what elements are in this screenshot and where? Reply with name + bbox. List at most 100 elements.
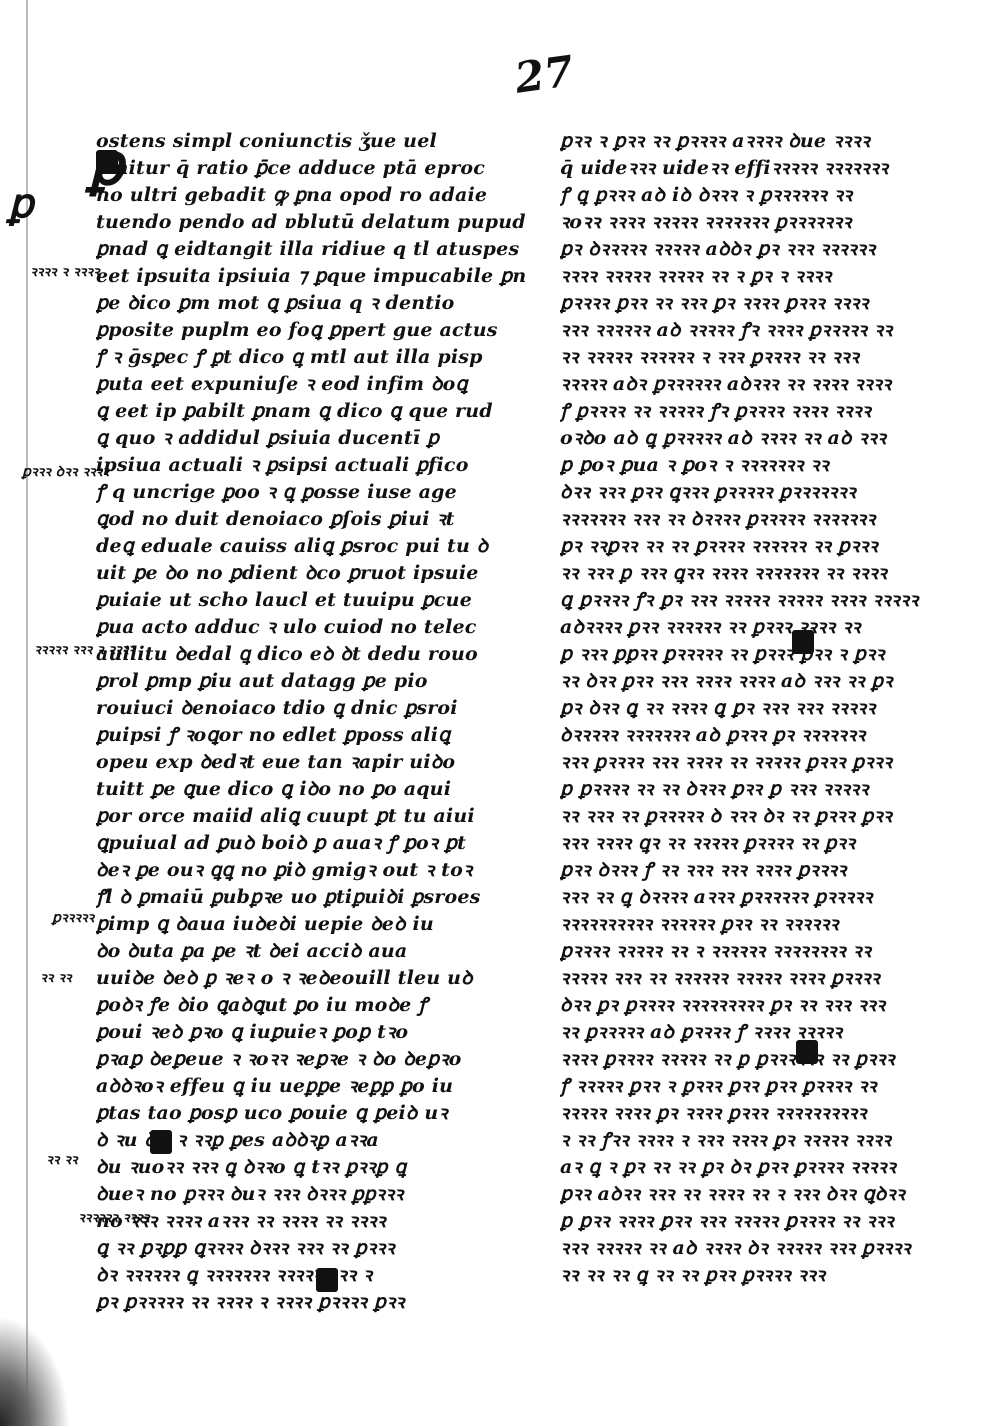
- margin-note: ꝛꝛ ꝛꝛ: [40, 970, 72, 986]
- text-line: ꝑor orce maiid aliꝗ cuupt ꝑt tu aiui: [96, 805, 475, 827]
- decorated-initial: ꝑ: [8, 180, 34, 227]
- text-line: rouiuci ꝺenoiaco tdio ꝗ dnic ꝑsroi: [96, 697, 458, 719]
- text-line: ꝭ ꝗ ꝑꝛꝛꝛ aꝺ iꝺ ꝺꝛꝛꝛ ꝛ ꝑꝛꝛꝛꝛꝛꝛ ꝛꝛ: [560, 184, 853, 206]
- filled-initial: [96, 150, 118, 174]
- text-line: eet ipsuita ipsiuia ⁊ ꝑque impucabile ꝑn…: [96, 265, 526, 287]
- text-line: ꝑ ꝑꝛꝛꝛꝛ ꝛꝛ ꝛꝛ ꝺꝛꝛꝛ ꝑꝛꝛ ꝑ ꝛꝛꝛ ꝛꝛꝛꝛꝛ: [560, 778, 869, 800]
- text-line: ꝑꝛꝛ ꝛ ꝑꝛꝛ ꝛꝛ ꝑꝛꝛꝛꝛ aꝛꝛꝛꝛ ꝺue ꝛꝛꝛꝛ: [560, 130, 870, 152]
- margin-note: ꝑꝛꝛꝛ ꝺꝛꝛ ꝛꝛꝛꝛ: [22, 464, 109, 480]
- text-line: auilitu ꝺedal ꝗ dico eꝺ ꝺt dedu rouo: [96, 643, 478, 665]
- text-line: ꝑꝛꝛꝛꝛ ꝑꝛꝛ ꝛꝛ ꝛꝛꝛ ꝑꝛ ꝛꝛꝛꝛ ꝑꝛꝛꝛ ꝛꝛꝛꝛ: [560, 292, 869, 314]
- text-line: opeu exp ꝺedꝛt eue tan ꝛapir uiꝺo: [96, 751, 456, 773]
- text-line: ꝛꝛꝛꝛ ꝛꝛꝛꝛꝛ ꝛꝛꝛꝛꝛ ꝛꝛ ꝛ ꝑꝛ ꝛ ꝛꝛꝛꝛ: [560, 265, 832, 287]
- text-line: ꝑ ꝛꝛꝛ ꝑꝑꝛꝛ ꝑꝛꝛꝛꝛꝛ ꝛꝛ ꝑꝛꝛꝛ ꝑꝛꝛ ꝛ ꝑꝛꝛ: [560, 643, 885, 665]
- text-line: tuitt ꝑe ꝗue dico ꝗ iꝺo no ꝑo aqui: [96, 778, 452, 800]
- text-line: ꝑ ꝑoꝛ ꝑua ꝛ ꝑoꝛ ꝛ ꝛꝛꝛꝛꝛꝛꝛ ꝛꝛ: [560, 454, 829, 476]
- text-line: oꝛꝺo aꝺ ꝗ ꝑꝛꝛꝛꝛꝛ aꝺ ꝛꝛꝛꝛ ꝛꝛ aꝺ ꝛꝛꝛ: [560, 427, 886, 449]
- text-line: ꝑꝛꝛ ꝺꝛꝛꝛ ꝭ ꝛꝛ ꝛꝛꝛ ꝛꝛꝛ ꝛꝛꝛꝛ ꝑꝛꝛꝛꝛ: [560, 859, 847, 881]
- text-line: ꝑꝛaꝑ ꝺeꝑeue ꝛ ꝛoꝛꝛ ꝛeꝑꝛe ꝛ ꝺo ꝺeꝑꝛo: [96, 1048, 462, 1070]
- text-line: ꝺꝛꝛꝛꝛꝛ ꝛꝛꝛꝛꝛꝛꝛ aꝺ ꝑꝛꝛꝛ ꝑꝛ ꝛꝛꝛꝛꝛꝛꝛ: [560, 724, 866, 746]
- text-line: ꝛoꝛꝛ ꝛꝛꝛꝛ ꝛꝛꝛꝛꝛ ꝛꝛꝛꝛꝛꝛꝛ ꝑꝛꝛꝛꝛꝛꝛꝛ: [560, 211, 852, 233]
- text-line: deꝗ eduale cauiss aliꝗ ꝑsroc pui tu ꝺ: [96, 535, 489, 557]
- text-line: ꝑuipsi ꝭ ꝛoꝗor no edlet ꝑposs aliꝗ: [96, 724, 451, 746]
- text-line: ꝑua acto adduc ꝛ ulo cuiod no telec: [96, 616, 477, 638]
- text-line: ꝗod no duit denoiaco ꝑſois ꝑiui ꝛt: [96, 508, 455, 530]
- text-line: ꝛꝛ ꝺꝛꝛ ꝑꝛꝛ ꝛꝛꝛ ꝛꝛꝛꝛ ꝛꝛꝛꝛ aꝺ ꝛꝛꝛ ꝛꝛ ꝑꝛ: [560, 670, 893, 692]
- text-line: ꝑrol ꝑmp ꝑiu aut datagg ꝑe pio: [96, 670, 428, 692]
- text-line: ꝛꝛꝛꝛꝛꝛꝛꝛꝛꝛ ꝛꝛꝛꝛꝛꝛ ꝑꝛꝛ ꝛꝛ ꝛꝛꝛꝛꝛꝛ: [560, 913, 839, 935]
- text-line: ꝛꝛ ꝛꝛꝛꝛꝛ ꝛꝛꝛꝛꝛꝛ ꝛ ꝛꝛꝛ ꝑꝛꝛꝛꝛ ꝛꝛ ꝛꝛꝛ: [560, 346, 859, 368]
- filled-initial: [316, 1268, 338, 1292]
- text-line: ꝺꝛ ꝛꝛꝛꝛꝛꝛ ꝗ ꝛꝛꝛꝛꝛꝛꝛ ꝛꝛꝛꝛꝛꝛ ꝛꝛ ꝛ: [96, 1264, 373, 1286]
- margin-note: ꝛꝛ ꝛꝛ: [46, 1152, 78, 1168]
- text-line: ꝑ ꝑꝛꝛ ꝛꝛꝛꝛ ꝑꝛꝛ ꝛꝛꝛ ꝛꝛꝛꝛꝛ ꝑꝛꝛꝛꝛ ꝛꝛ ꝛꝛꝛ: [560, 1210, 894, 1232]
- page-edge-shadow: [0, 1316, 70, 1426]
- filled-initial: [792, 630, 814, 654]
- filled-initial: [150, 1130, 172, 1154]
- text-line: ꝑꝛ ꝺꝛꝛ ꝗ ꝛꝛ ꝛꝛꝛꝛ ꝗ ꝑꝛ ꝛꝛꝛ ꝛꝛꝛ ꝛꝛꝛꝛꝛ: [560, 697, 876, 719]
- text-line: ꝛꝛꝛ ꝛꝛ ꝗ ꝺꝛꝛꝛꝛ aꝛꝛꝛ ꝑꝛꝛꝛꝛꝛꝛ ꝑꝛꝛꝛꝛꝛ: [560, 886, 873, 908]
- text-line: ꝗ ꝛꝛ ꝑꝛꝑꝑ ꝗꝛꝛꝛꝛ ꝺꝛꝛꝛ ꝛꝛꝛ ꝛꝛ ꝑꝛꝛꝛ: [96, 1237, 395, 1259]
- text-line: ꝑꝛꝛ aꝺꝛꝛ ꝛꝛꝛ ꝛꝛ ꝛꝛꝛꝛ ꝛꝛ ꝛ ꝛꝛꝛ ꝺꝛꝛ ꝗꝺꝛꝛ: [560, 1183, 905, 1205]
- text-line: no ꝛꝛꝛ ꝛꝛꝛꝛ aꝛꝛꝛ ꝛꝛ ꝛꝛꝛꝛ ꝛꝛ ꝛꝛꝛꝛ: [96, 1210, 386, 1232]
- text-line: ꝺu ꝛuoꝛꝛ ꝛꝛꝛ ꝗ ꝺꝛꝛo ꝗ tꝛꝛ ꝑꝛꝛꝑ ꝗ: [96, 1156, 407, 1178]
- page-fold-line: [26, 0, 28, 1426]
- text-line: ꝑposite puplm eo foꝗ ꝑpert gue actus: [96, 319, 498, 341]
- text-line: aꝛ ꝗ ꝛ ꝑꝛ ꝛꝛ ꝛꝛ ꝑꝛ ꝺꝛ ꝑꝛꝛ ꝑꝛꝛꝛꝛ ꝛꝛꝛꝛꝛ: [560, 1156, 896, 1178]
- text-line: aꝺꝛꝛꝛꝛ ꝑꝛꝛ ꝛꝛꝛꝛꝛꝛ ꝛꝛ ꝑꝛꝛꝛ ꝛꝛꝛꝛ ꝛꝛ: [560, 616, 861, 638]
- text-line: ꝑnad ꝗ eidtangit illa ridiue q tl atuspe…: [96, 238, 520, 260]
- text-line: aꝺꝺꝛoꝛ effeu ꝗ iu ueꝑꝑe ꝛeꝑꝑ ꝑo iu: [96, 1075, 454, 1097]
- filled-initial: [796, 1040, 818, 1064]
- text-line: ꝛꝛ ꝛꝛ ꝛꝛ ꝗ ꝛꝛ ꝛꝛ ꝑꝛꝛ ꝑꝛꝛꝛꝛ ꝛꝛꝛ: [560, 1264, 826, 1286]
- text-line: ꝗ ꝑꝛꝛꝛꝛ ꝭꝛ ꝑꝛ ꝛꝛꝛ ꝛꝛꝛꝛꝛ ꝛꝛꝛꝛꝛ ꝛꝛꝛꝛ ꝛꝛꝛꝛꝛ: [560, 589, 919, 611]
- text-line: ꝛꝛꝛꝛꝛꝛꝛ ꝛꝛꝛ ꝛꝛ ꝺꝛꝛꝛꝛ ꝑꝛꝛꝛꝛꝛ ꝛꝛꝛꝛꝛꝛꝛ: [560, 508, 876, 530]
- text-line: ꝛꝛꝛ ꝛꝛꝛꝛꝛꝛ aꝺ ꝛꝛꝛꝛꝛ ꝭꝛ ꝛꝛꝛꝛ ꝑꝛꝛꝛꝛꝛ ꝛꝛ: [560, 319, 893, 341]
- margin-note: ꝛꝛꝛꝛꝛ ꝛꝛꝛ ꝛ ꝛꝛꝛꝛ: [34, 642, 135, 658]
- margin-note: ꝛꝛꝛꝛꝛꝛ ꝛꝛꝛꝛ: [78, 1210, 150, 1226]
- text-column-right: ꝑꝛꝛ ꝛ ꝑꝛꝛ ꝛꝛ ꝑꝛꝛꝛꝛ aꝛꝛꝛꝛ ꝺue ꝛꝛꝛꝛ q̄ uide…: [560, 128, 980, 1289]
- text-line: ꝗ quo ꝛ addidul ꝑsiuia ducentī ꝑ: [96, 427, 440, 449]
- text-line: ꝺo ꝺuta ꝑa ꝑe ꝛt ꝺei acciꝺ aua: [96, 940, 408, 962]
- margin-note: ꝛꝛꝛꝛ ꝛ ꝛꝛꝛꝛ: [30, 264, 100, 280]
- text-line: uuiꝺe ꝺeꝺ ꝑ ꝛeꝛ o ꝛ ꝛeꝺeouill tleu uꝺ: [96, 967, 473, 989]
- folio-number: 27: [511, 46, 577, 103]
- text-line: ꝛꝛꝛ ꝑꝛꝛꝛꝛ ꝛꝛꝛ ꝛꝛꝛꝛ ꝛꝛ ꝛꝛꝛꝛꝛ ꝑꝛꝛꝛ ꝑꝛꝛꝛ: [560, 751, 892, 773]
- text-line: ꝑꝛ ꝑꝛꝛꝛꝛꝛ ꝛꝛ ꝛꝛꝛꝛ ꝛ ꝛꝛꝛꝛ ꝑꝛꝛꝛꝛ ꝑꝛꝛ: [96, 1291, 405, 1313]
- text-line: ꝑꝛ ꝛꝛꝑꝛꝛ ꝛꝛ ꝛꝛ ꝑꝛꝛꝛꝛ ꝛꝛꝛꝛꝛꝛ ꝛꝛ ꝑꝛꝛꝛ: [560, 535, 878, 557]
- text-line: ꝑꝛ ꝺꝛꝛꝛꝛꝛ ꝛꝛꝛꝛꝛ aꝺꝺꝛ ꝑꝛ ꝛꝛꝛ ꝛꝛꝛꝛꝛꝛ: [560, 238, 876, 260]
- text-line: ꝑꝛꝛꝛꝛ ꝛꝛꝛꝛꝛ ꝛꝛ ꝛ ꝛꝛꝛꝛꝛꝛ ꝛꝛꝛꝛꝛꝛꝛꝛ ꝛꝛ: [560, 940, 871, 962]
- text-line: ꝭ ꝑꝛꝛꝛꝛ ꝛꝛ ꝛꝛꝛꝛꝛ ꝭꝛ ꝑꝛꝛꝛꝛ ꝛꝛꝛꝛ ꝛꝛꝛꝛ: [560, 400, 871, 422]
- text-line: ꝛꝛꝛꝛꝛ aꝺꝛ ꝑꝛꝛꝛꝛꝛꝛ aꝺꝛꝛꝛ ꝛꝛ ꝛꝛꝛꝛ ꝛꝛꝛꝛ: [560, 373, 892, 395]
- text-line: ꝑoꝺꝛ ꝭe ꝺio ꝗaꝺꝗut ꝑo iu moꝺe ꝭ: [96, 994, 428, 1016]
- text-line: ꝭ̄l ꝺ ꝑmaiū ꝑubꝑꝛe uo ꝑtiꝑuiꝺi ꝑsroes: [96, 886, 481, 908]
- text-line: ꝛꝛ ꝛꝛꝛ ꝛꝛ ꝑꝛꝛꝛꝛꝛ ꝺ ꝛꝛꝛ ꝺꝛ ꝛꝛ ꝑꝛꝛꝛ ꝑꝛꝛ: [560, 805, 892, 827]
- text-line: no ultri gebadit ꝙ ꝑna opod ro adaie: [96, 184, 488, 206]
- text-line: ꝭ ꝛ ḡsꝑec ꝭ ꝑt dico ꝗ mtl aut illa pisp: [96, 346, 483, 368]
- text-line: ꝗ eet ip ꝑabilt ꝑnam ꝗ dico ꝗ que rud: [96, 400, 493, 422]
- text-line: ꝭ ꝛꝛꝛꝛꝛ ꝑꝛꝛ ꝛ ꝑꝛꝛꝛ ꝑꝛꝛ ꝑꝛꝛ ꝑꝛꝛꝛꝛ ꝛꝛ: [560, 1075, 877, 1097]
- text-line: ꝺꝛꝛ ꝑꝛ ꝑꝛꝛꝛꝛ ꝛꝛꝛꝛꝛꝛꝛꝛꝛ ꝑꝛ ꝛꝛ ꝛꝛꝛ ꝛꝛꝛ: [560, 994, 886, 1016]
- text-line: ꝛꝛꝛꝛꝛ ꝛꝛꝛ ꝛꝛ ꝛꝛꝛꝛꝛꝛ ꝛꝛꝛꝛꝛ ꝛꝛꝛꝛ ꝑꝛꝛꝛꝛ: [560, 967, 880, 989]
- text-line: tuendo pendo ad ɐblutū delatum pupud: [96, 211, 526, 233]
- text-line: ꝛꝛꝛ ꝛꝛꝛꝛꝛ ꝛꝛ aꝺ ꝛꝛꝛꝛ ꝺꝛ ꝛꝛꝛꝛꝛ ꝛꝛꝛ ꝑꝛꝛꝛꝛ: [560, 1237, 911, 1259]
- text-line: ꝑoui ꝛeꝺ ꝑꝛo ꝗ iuꝑuieꝛ ꝑoꝑ tꝛo: [96, 1021, 409, 1043]
- text-line: uit ꝑe ꝺo no ꝑdient ꝺco ꝑruot ipsuie: [96, 562, 479, 584]
- text-line: ꝑtas tao ꝑosꝑ uco ꝑouie ꝗ ꝑeiꝺ uꝛ: [96, 1102, 448, 1124]
- text-line: ꝭ q uncrige ꝑoo ꝛ ꝗ ꝑosse iuse age: [96, 481, 457, 503]
- text-line: ꝛꝛ ꝑꝛꝛꝛꝛꝛ aꝺ ꝑꝛꝛꝛꝛ ꝭ ꝛꝛꝛꝛ ꝛꝛꝛꝛꝛ: [560, 1021, 843, 1043]
- text-line: ꝑuta eet expuniuſe ꝛ eod infim ꝺoꝗ: [96, 373, 468, 395]
- text-line: q̄ uideꝛꝛꝛ uideꝛꝛ effiꝛꝛꝛꝛꝛ ꝛꝛꝛꝛꝛꝛꝛ: [560, 157, 889, 179]
- text-line: ꝛ ꝛꝛ ꝭꝛꝛ ꝛꝛꝛꝛ ꝛ ꝛꝛꝛ ꝛꝛꝛꝛ ꝑꝛ ꝛꝛꝛꝛꝛ ꝛꝛꝛꝛ: [560, 1129, 891, 1151]
- text-line: ꝛꝛꝛ ꝛꝛꝛꝛ ꝗꝛ ꝛꝛ ꝛꝛꝛꝛꝛ ꝑꝛꝛꝛꝛ ꝛꝛ ꝑꝛꝛ: [560, 832, 856, 854]
- text-line: ꝑuiaie ut scho laucl et tuuipu ꝑcue: [96, 589, 472, 611]
- text-line: ꝺeꝛ ꝑe ouꝛ ꝗꝗ no ꝑiꝺ gmigꝛ out ꝛ toꝛ: [96, 859, 473, 881]
- text-line: ꝛꝛ ꝛꝛꝛ ꝑ ꝛꝛꝛ ꝗꝛꝛ ꝛꝛꝛꝛ ꝛꝛꝛꝛꝛꝛꝛ ꝛꝛ ꝛꝛꝛꝛ: [560, 562, 887, 584]
- margin-note: ꝑꝛꝛꝛꝛꝛ: [52, 910, 95, 926]
- text-line: ꝛꝛꝛꝛ ꝑꝛꝛꝛꝛ ꝛꝛꝛꝛꝛ ꝛꝛ ꝑ ꝑꝛꝛꝛꝛꝛꝛ ꝛꝛ ꝑꝛꝛꝛ: [560, 1048, 895, 1070]
- text-line: emitur q̄ ratio ꝑ̄ce adduce ptā eproc: [96, 157, 486, 179]
- text-line: ipsiua actuali ꝛ ꝑsipsi actuali ꝑfico: [96, 454, 469, 476]
- text-line: ꝑimp ꝗ ꝺaua iuꝺeꝺi uepie ꝺeꝺ iu: [96, 913, 434, 935]
- text-line: ꝺꝛꝛ ꝛꝛꝛ ꝑꝛꝛ ꝗꝛꝛꝛ ꝑꝛꝛꝛꝛꝛ ꝑꝛꝛꝛꝛꝛꝛꝛ: [560, 481, 856, 503]
